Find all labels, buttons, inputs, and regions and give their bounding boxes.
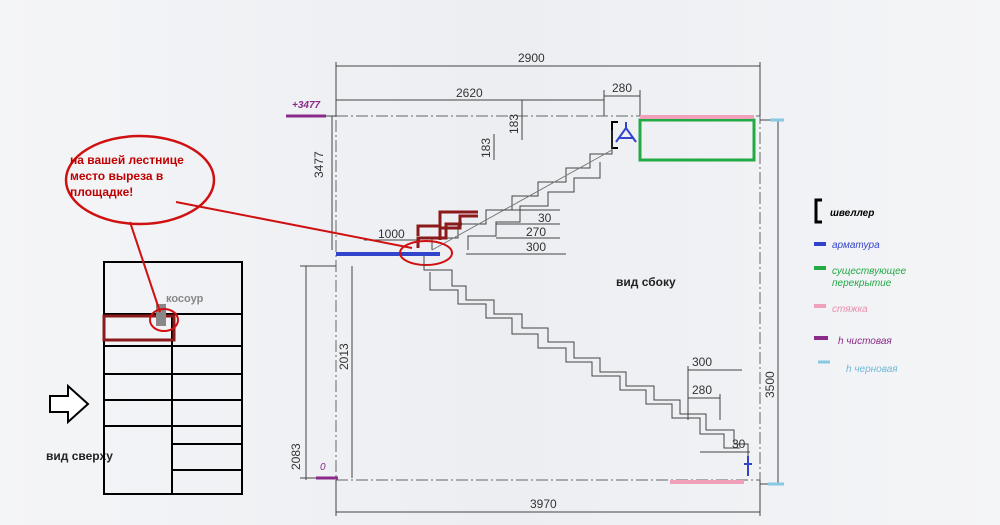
legend-label-channel: швеллер: [830, 208, 874, 219]
dim-2083: 2083: [289, 443, 303, 470]
kosour-marker: [156, 304, 166, 326]
bottom-dimension: [335, 480, 761, 516]
dim-2620: 2620: [456, 86, 483, 100]
dim-300-upper: 300: [526, 240, 546, 254]
top-view-highlight-circle: [149, 308, 179, 332]
rebar-top: [615, 122, 637, 143]
callout-bubble: [64, 134, 216, 226]
dim-30-upper: 30: [538, 211, 552, 225]
lower-stair-dims: [687, 366, 750, 453]
legend-label-rebar: арматура: [832, 240, 880, 251]
kosour-label: косоур: [166, 293, 204, 305]
legend-label-finish: h чистовая: [838, 336, 892, 347]
arrow-right-icon: [49, 383, 90, 425]
dim-30-lower: 30: [732, 437, 746, 451]
dim-1000: 1000: [378, 227, 405, 241]
rebar-bottom: [744, 456, 752, 476]
level-zero-label: 0: [320, 462, 326, 473]
top-view-label: вид сверху: [46, 449, 113, 463]
callout-line-1: на вашей лестнице: [70, 153, 184, 167]
dim-183-b: 183: [507, 114, 521, 134]
legend-channel-icon: [814, 198, 822, 224]
top-view-plan: [103, 261, 243, 495]
top-dimensions: [335, 62, 761, 116]
right-dimension: [760, 119, 784, 485]
dim-3477: 3477: [312, 151, 326, 178]
channel-top: [611, 121, 618, 149]
dim-280-lower: 280: [692, 383, 712, 397]
callout-line-2: место выреза в: [70, 169, 163, 183]
callout-pointer-top: [129, 221, 161, 313]
callout-line-3: площадке!: [70, 185, 133, 199]
dim-3500: 3500: [763, 371, 777, 398]
dim-183-a: 183: [479, 138, 493, 158]
side-view-frame: [335, 115, 761, 481]
dim-300-lower: 300: [692, 355, 712, 369]
dim-270: 270: [526, 225, 546, 239]
dim-3970: 3970: [530, 497, 557, 511]
existing-floor: [638, 118, 756, 162]
dim-2900: 2900: [518, 51, 545, 65]
callout-pointer-side: [175, 201, 413, 249]
legend: швеллер арматура существующее перекрытие…: [814, 198, 907, 375]
legend-label-floor-2: перекрытие: [832, 278, 892, 289]
legend-label-screed: стяжка: [832, 304, 868, 315]
dim-280-top: 280: [612, 81, 632, 95]
side-view-label: вид сбоку: [616, 275, 676, 289]
dim-2013: 2013: [337, 343, 351, 370]
lower-flight: [423, 256, 749, 460]
upper-flight: [431, 130, 613, 251]
cut-highlight-circle: [399, 240, 453, 266]
level-top-label: +3477: [292, 100, 321, 111]
legend-label-floor: существующее: [832, 266, 907, 277]
legend-label-rough: h черновая: [846, 364, 898, 375]
